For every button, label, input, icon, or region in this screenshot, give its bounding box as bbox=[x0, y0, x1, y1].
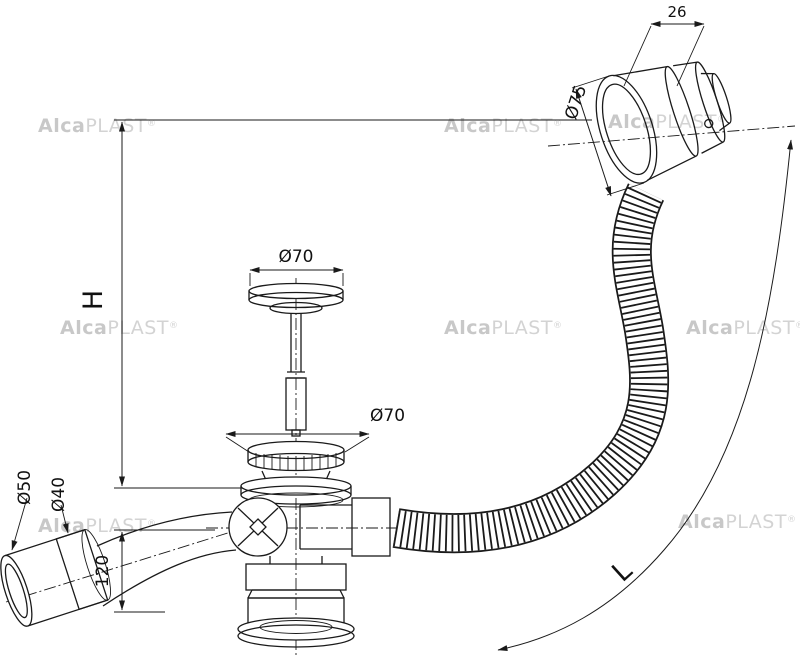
grate-sides bbox=[247, 450, 345, 462]
hose-ribs bbox=[392, 184, 668, 552]
dim-40-label: Ø40 bbox=[49, 477, 69, 512]
hose-nut bbox=[351, 497, 391, 557]
dimension-70-plug: Ø70 bbox=[249, 247, 344, 286]
base-flange-bottom bbox=[237, 624, 355, 648]
watermark: AlcaPLAST® bbox=[444, 115, 562, 137]
dim-50-leader bbox=[11, 497, 28, 551]
dim-H-label: H bbox=[78, 290, 109, 310]
watermark: AlcaPLAST® bbox=[38, 115, 156, 137]
watermark: AlcaPLAST® bbox=[60, 317, 178, 339]
dimension-120: 120 bbox=[93, 529, 215, 613]
dimension-50: Ø50 bbox=[11, 470, 35, 551]
flexible-hose bbox=[392, 183, 670, 554]
dim-70-plug-ext bbox=[249, 273, 344, 286]
overflow-tube-bore bbox=[4, 563, 28, 619]
dim-120-label: 120 bbox=[93, 555, 113, 587]
cap-screw-detail bbox=[704, 118, 714, 129]
base-neck bbox=[269, 556, 323, 564]
dim-75-label: Ø75 bbox=[561, 83, 591, 122]
dim-50-label: Ø50 bbox=[15, 470, 35, 505]
watermark-bold: Alca bbox=[444, 115, 491, 137]
grate-slots bbox=[255, 453, 337, 470]
watermark-bold: Alca bbox=[444, 317, 491, 339]
watermark-reg: ® bbox=[553, 321, 563, 331]
watermark-rest: PLAST bbox=[491, 115, 553, 137]
base-skirt bbox=[247, 589, 345, 599]
watermark: AlcaPLAST® bbox=[608, 111, 726, 133]
watermark-rest: PLAST bbox=[491, 317, 553, 339]
watermark-bold: Alca bbox=[38, 515, 85, 537]
dimension-70-grate: Ø70 bbox=[225, 406, 405, 453]
watermark-reg: ® bbox=[147, 119, 157, 129]
overflow-nut bbox=[55, 528, 109, 611]
dimension-75: Ø75 bbox=[561, 75, 645, 197]
watermark-layer: AlcaPLAST® AlcaPLAST® AlcaPLAST® AlcaPLA… bbox=[38, 111, 800, 537]
tee-outlet bbox=[299, 504, 352, 550]
watermark-reg: ® bbox=[147, 519, 157, 529]
plug-under-rim bbox=[269, 301, 323, 315]
strainer-grate bbox=[247, 440, 345, 481]
centerlines bbox=[5, 125, 796, 656]
dimension-40: Ø40 bbox=[49, 477, 69, 534]
watermark: AlcaPLAST® bbox=[38, 515, 156, 537]
ball-center bbox=[249, 518, 267, 536]
watermark-rest: PLAST bbox=[733, 317, 795, 339]
watermark-rest: PLAST bbox=[85, 515, 147, 537]
base-flange-top bbox=[237, 617, 355, 641]
plug-cap-top bbox=[248, 282, 344, 300]
base-flange-inner bbox=[259, 620, 333, 634]
overflow-tube-end bbox=[0, 554, 33, 627]
drain-body bbox=[228, 497, 391, 557]
drain-flange bbox=[240, 476, 352, 508]
watermark-reg: ® bbox=[717, 115, 727, 125]
plug-cap-sides bbox=[248, 291, 344, 300]
overflow-ring bbox=[81, 529, 111, 601]
dim-70-grate-label: Ø70 bbox=[370, 406, 405, 426]
flange-bottom bbox=[240, 485, 352, 505]
dim-40-leader bbox=[60, 504, 69, 534]
watermark-reg: ® bbox=[795, 321, 800, 331]
dim-L-label: L bbox=[606, 555, 638, 588]
watermark: AlcaPLAST® bbox=[678, 511, 796, 533]
plug-stem bbox=[287, 313, 305, 379]
dim-26-label: 26 bbox=[667, 3, 686, 21]
watermark-rest: PLAST bbox=[107, 317, 169, 339]
watermark-rest: PLAST bbox=[725, 511, 787, 533]
watermark-reg: ® bbox=[169, 321, 179, 331]
dim-26-ext bbox=[623, 25, 705, 87]
dim-120-ext bbox=[114, 529, 215, 613]
plug-cap-rim bbox=[248, 291, 344, 309]
dim-L-curve bbox=[497, 139, 794, 652]
dim-70-plug-label: Ø70 bbox=[278, 247, 313, 267]
watermark-bold: Alca bbox=[38, 115, 85, 137]
dim-70-grate-ext bbox=[225, 436, 370, 453]
watermark-bold: Alca bbox=[678, 511, 725, 533]
overflow-pipe bbox=[0, 511, 237, 627]
watermark: AlcaPLAST® bbox=[686, 317, 800, 339]
watermark-bold: Alca bbox=[686, 317, 733, 339]
watermark-reg: ® bbox=[553, 119, 563, 129]
dim-H-ext bbox=[114, 119, 592, 489]
cap-spigot-rim bbox=[711, 72, 732, 124]
watermark: AlcaPLAST® bbox=[444, 317, 562, 339]
grate-bottom bbox=[247, 452, 345, 472]
watermark-reg: ® bbox=[787, 515, 797, 525]
watermark-rest: PLAST bbox=[655, 111, 717, 133]
dimension-26: 26 bbox=[623, 3, 705, 87]
watermark-bold: Alca bbox=[60, 317, 107, 339]
watermark-rest: PLAST bbox=[85, 115, 147, 137]
drain-base bbox=[237, 556, 355, 648]
dimension-H: H bbox=[78, 119, 592, 489]
